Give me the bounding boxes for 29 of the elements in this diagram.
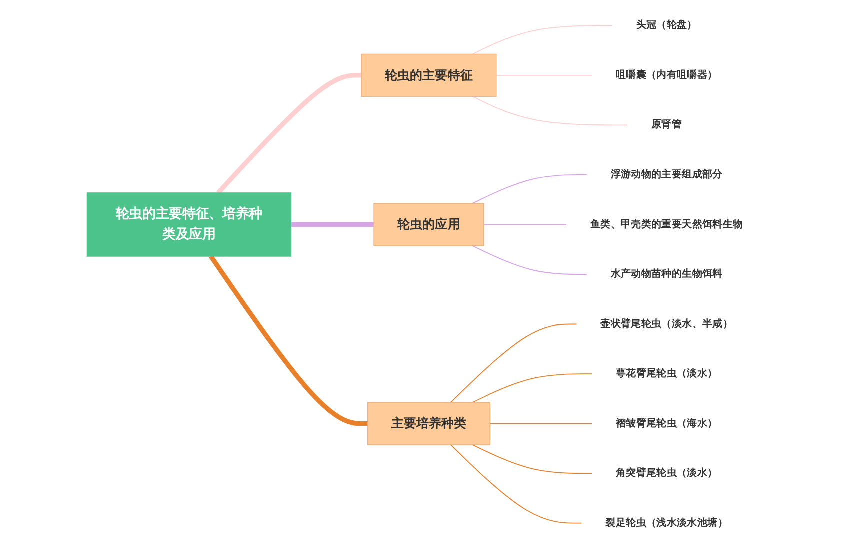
connector <box>450 324 578 404</box>
node-text: 裂足轮虫（浅水淡水池塘） <box>606 517 728 530</box>
connector <box>291 222 374 228</box>
connector <box>472 374 593 404</box>
connector <box>472 96 628 126</box>
connector <box>472 174 588 204</box>
connector <box>483 224 568 226</box>
node-box: 轮虫的主要特征、培养种类及应用 <box>86 192 292 257</box>
node-text: 角突臂尾轮虫（淡水） <box>616 467 718 480</box>
node-text: 萼花臂尾轮虫（淡水） <box>616 368 718 380</box>
node-text: 水产动物苗种的生物饵料 <box>610 268 723 280</box>
connector <box>490 423 593 424</box>
node-box: 轮虫的应用 <box>374 203 484 246</box>
node-box: 主要培养种类 <box>367 402 490 446</box>
node-box: 轮虫的主要特征 <box>361 54 497 97</box>
connector <box>472 25 614 55</box>
node-text: 头冠（轮盘） <box>636 20 698 32</box>
node-text: 壶状臂尾轮虫（淡水、半咸） <box>600 318 734 330</box>
connector <box>209 255 368 426</box>
connector <box>472 444 593 474</box>
connector <box>450 444 583 524</box>
node-text: 浮游动物的主要组成部分 <box>610 168 723 181</box>
connector <box>472 245 588 275</box>
connector <box>216 73 362 195</box>
node-text: 咀嚼囊（内有咀嚼器） <box>616 69 718 82</box>
node-text: 原肾管 <box>652 119 682 131</box>
node-text: 褶皱臂尾轮虫（海水） <box>616 418 718 430</box>
node-text: 鱼类、甲壳类的重要天然饵料生物 <box>590 218 744 230</box>
connector <box>496 74 593 76</box>
